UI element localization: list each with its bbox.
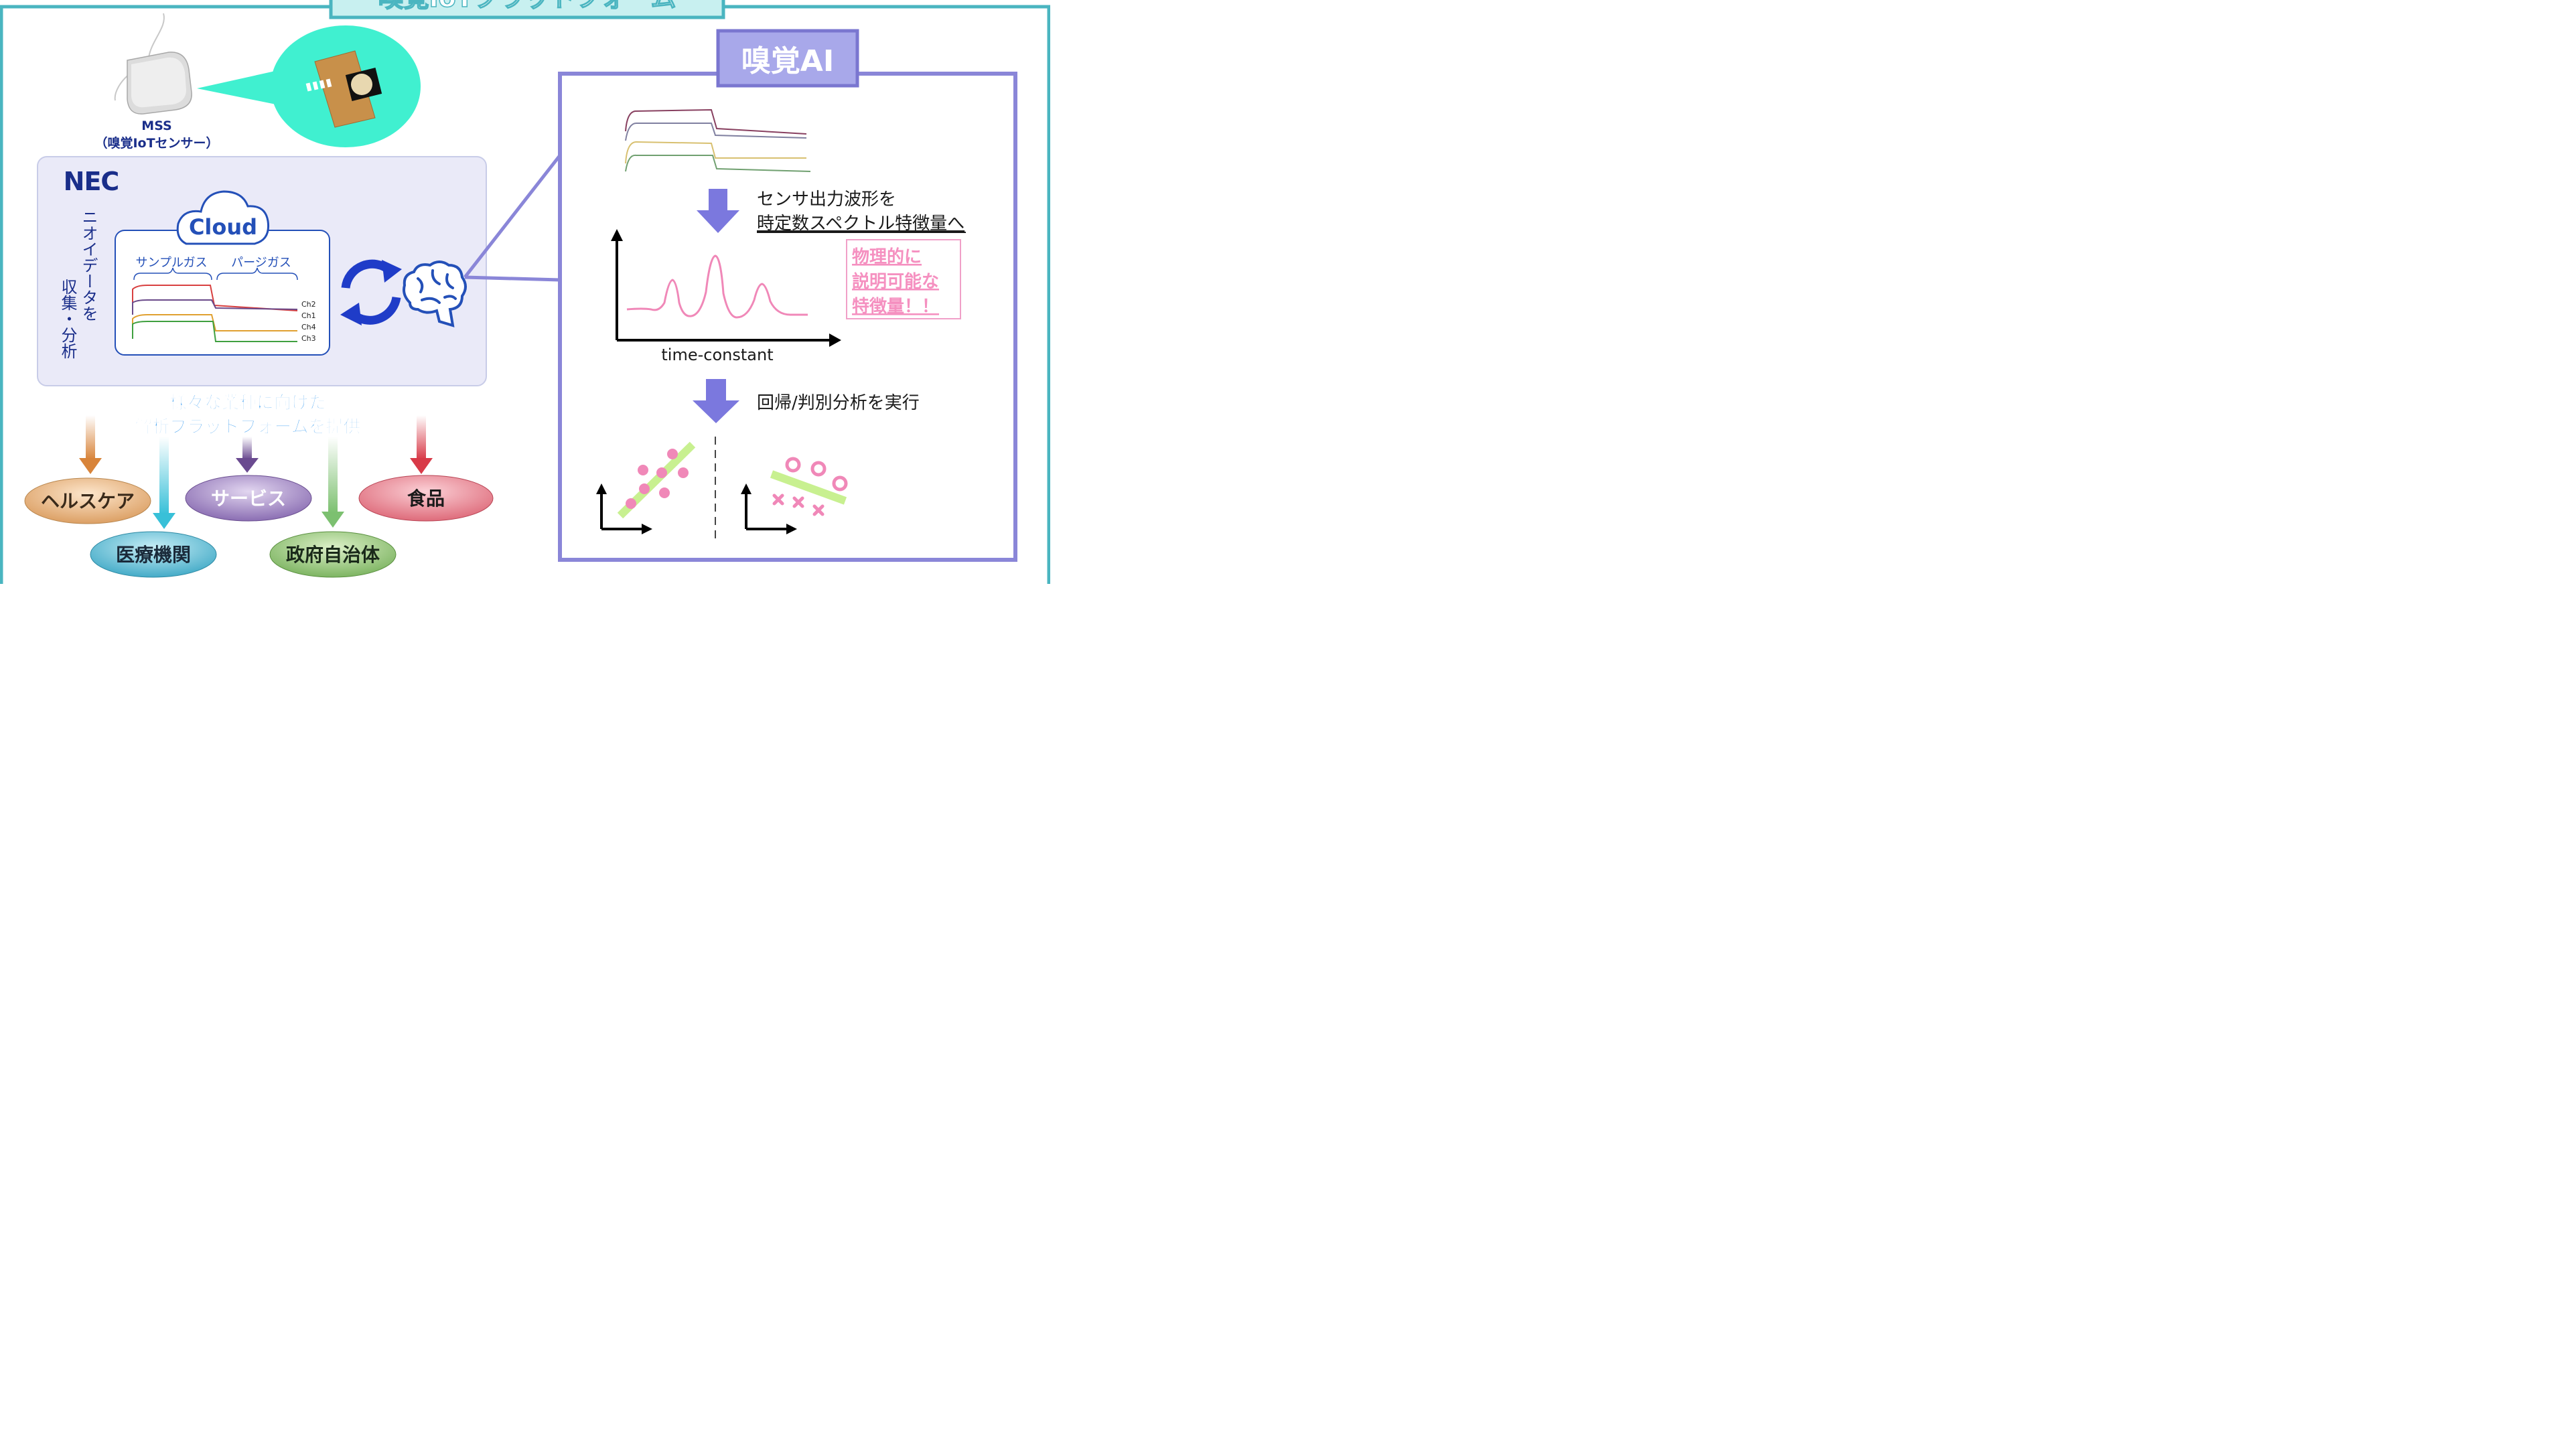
waveform-ch3 bbox=[132, 321, 297, 342]
industry-healthcare: ヘルスケア bbox=[24, 477, 151, 524]
sync-arrows-icon bbox=[340, 259, 402, 325]
industry-arrow-green bbox=[321, 437, 344, 528]
feature-note-2: 説明可能な bbox=[852, 271, 939, 292]
industry-government: 政府自治体 bbox=[269, 531, 397, 578]
svg-text:サービス: サービス bbox=[211, 487, 286, 510]
industry-arrow-red bbox=[410, 415, 433, 474]
feature-note-3: 特徴量！！ bbox=[852, 296, 939, 317]
spectrum-curve bbox=[626, 254, 808, 319]
ai-title: 嗅覚AI bbox=[741, 44, 834, 78]
waveform-ch4 bbox=[132, 314, 297, 339]
classification-plot-icon bbox=[741, 457, 848, 534]
industry-arrow-purple bbox=[236, 437, 259, 473]
callout-line-top bbox=[463, 154, 561, 279]
svg-text:政府自治体: 政府自治体 bbox=[286, 544, 380, 566]
platform-text-1: 様々な業種に向けた bbox=[169, 392, 326, 413]
svg-text:ヘルスケア: ヘルスケア bbox=[41, 490, 135, 512]
nec-logo: NEC bbox=[64, 167, 119, 196]
cloud-label: Cloud bbox=[189, 214, 257, 240]
sample-gas-brace bbox=[133, 267, 212, 281]
industry-food: 食品 bbox=[358, 475, 494, 522]
step1-text-2: 時定数スペクトル特徴量へ bbox=[757, 214, 964, 234]
channel-label-ch1: Ch1 bbox=[301, 311, 316, 320]
mss-sensor-icon bbox=[114, 13, 192, 115]
page-title: 嗅覚IoTプラットフォーム bbox=[378, 0, 676, 13]
sensor-chip-bubble bbox=[197, 25, 421, 147]
sensor-chip-icon bbox=[305, 50, 382, 128]
step2-text: 回帰/判別分析を実行 bbox=[757, 393, 920, 413]
industry-medical: 医療機関 bbox=[90, 531, 217, 578]
industry-arrow-orange bbox=[79, 415, 102, 474]
axis-label-time-constant: time-constant bbox=[661, 346, 773, 364]
ai-title-box bbox=[716, 29, 859, 88]
header-title-box: 嗅覚IoTプラットフォーム bbox=[329, 0, 725, 19]
step-arrow-1 bbox=[697, 189, 739, 233]
sensor-output-waveforms bbox=[625, 108, 811, 172]
purge-gas-label: パージガス bbox=[231, 256, 291, 270]
svg-text:食品: 食品 bbox=[407, 487, 445, 510]
feature-note-box bbox=[846, 239, 961, 319]
vertical-text-1: ニオイデータを bbox=[79, 209, 98, 321]
vertical-text-2: 収集・分析 bbox=[58, 279, 77, 359]
brain-icon bbox=[403, 260, 467, 327]
platform-text-2: 解析プラットフォームを提供 bbox=[135, 417, 360, 437]
channel-label-ch2: Ch2 bbox=[301, 300, 316, 309]
waveform-box bbox=[115, 230, 330, 356]
sample-gas-label: サンプルガス bbox=[136, 256, 208, 270]
waveform-ch2 bbox=[132, 285, 298, 315]
industry-service: サービス bbox=[185, 475, 312, 522]
spectrum-axes bbox=[611, 229, 841, 347]
channel-label-ch3: Ch3 bbox=[301, 334, 316, 343]
callout-line-bottom bbox=[464, 275, 561, 282]
sensor-label-2: （嗅覚IoTセンサー） bbox=[94, 135, 218, 151]
diagram-canvas: 嗅覚IoTプラットフォーム MSS （嗅覚IoTセンサー） NEC ニオイデータ… bbox=[0, 0, 1050, 584]
channel-label-ch4: Ch4 bbox=[301, 323, 316, 331]
waveform-ch1 bbox=[132, 299, 298, 315]
sensor-label-1: MSS bbox=[141, 119, 171, 133]
step1-text-1: センサ出力波形を bbox=[757, 190, 896, 210]
regression-plot-icon bbox=[596, 441, 696, 534]
industry-arrow-cyan bbox=[153, 437, 175, 529]
diagram-svg: 嗅覚IoTプラットフォーム MSS （嗅覚IoTセンサー） NEC ニオイデータ… bbox=[0, 0, 1050, 584]
cloud-icon: Cloud bbox=[176, 190, 270, 245]
purge-gas-brace bbox=[216, 267, 298, 281]
feature-note-1: 物理的に bbox=[852, 246, 922, 267]
svg-text:医療機関: 医療機関 bbox=[116, 544, 191, 566]
step-arrow-2 bbox=[693, 379, 739, 423]
